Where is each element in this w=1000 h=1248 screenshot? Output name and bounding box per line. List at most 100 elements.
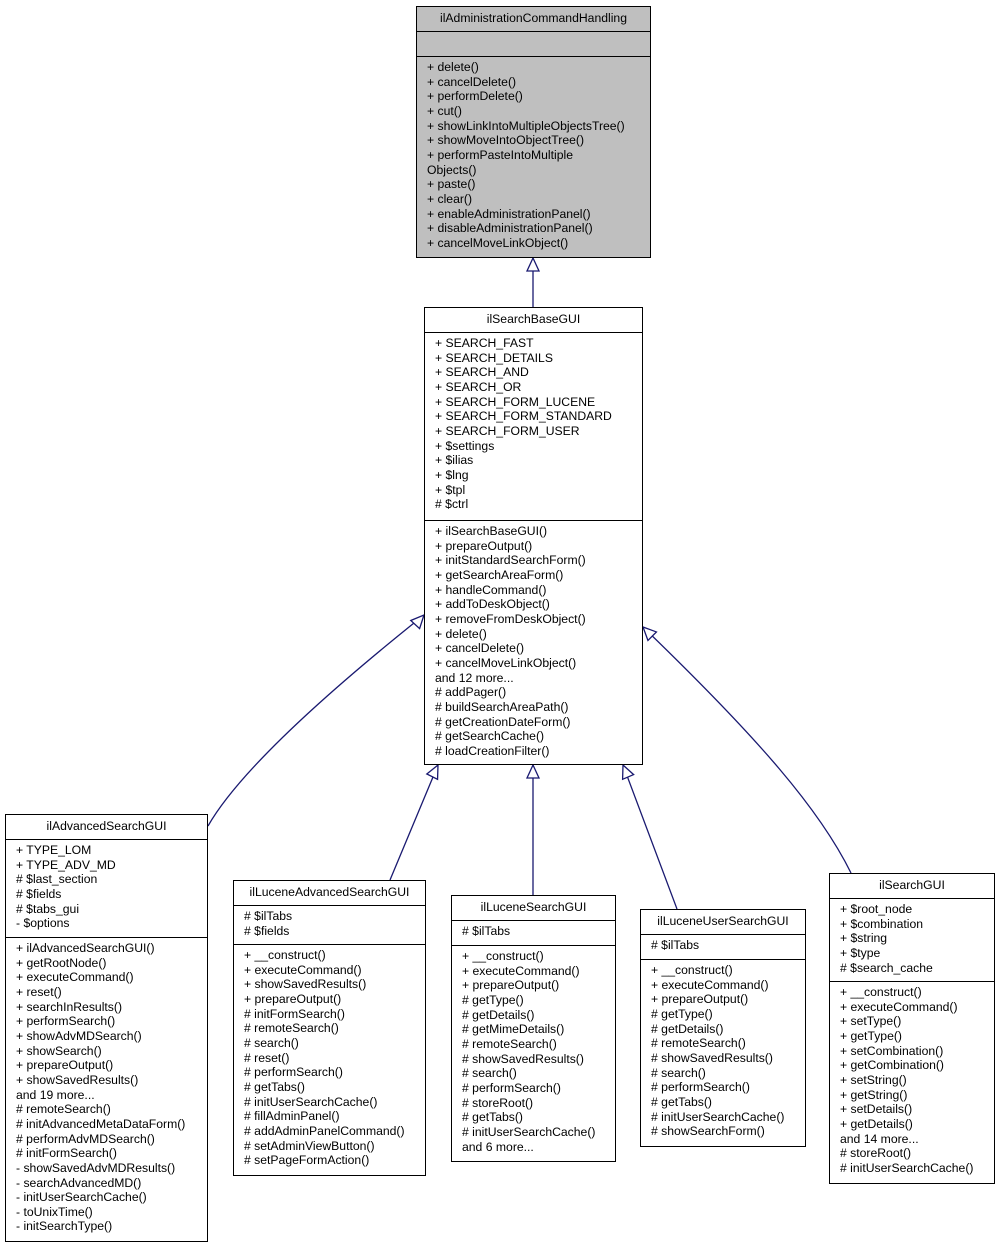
- method-item: # showSavedResults(): [462, 1051, 584, 1066]
- method-item: # initUserSearchCache(): [840, 1160, 974, 1175]
- method-item: and 6 more...: [462, 1139, 534, 1154]
- attribute-item: # $ilTabs: [651, 938, 700, 952]
- method-item: # storeRoot(): [840, 1146, 912, 1161]
- attributes-section: # $ilTabs: [452, 921, 615, 946]
- methods-section: + ilSearchBaseGUI()+ prepareOutput()+ in…: [425, 521, 642, 759]
- method-item: # getType(): [462, 992, 524, 1007]
- method-item: # getTabs(): [651, 1094, 712, 1109]
- method-item: + paste(): [427, 177, 476, 192]
- method-item: # initAdvancedMetaDataForm(): [16, 1116, 186, 1131]
- method-item: # getMimeDetails(): [462, 1022, 565, 1037]
- method-item: + searchInResults(): [16, 999, 123, 1014]
- method-item: - searchAdvancedMD(): [16, 1175, 142, 1190]
- attribute-item: - $options: [16, 916, 70, 931]
- method-item: # getDetails(): [462, 1007, 535, 1022]
- method-item: + getDetails(): [840, 1116, 913, 1131]
- class-box-il-lucene-user-search-gui[interactable]: ilLuceneUserSearchGUI # $ilTabs + __cons…: [640, 909, 806, 1147]
- method-item: + performDelete(): [427, 89, 523, 104]
- attribute-item: + SEARCH_FORM_STANDARD: [435, 409, 612, 424]
- method-item: + delete(): [435, 626, 487, 641]
- method-item: + ilAdvancedSearchGUI(): [16, 941, 155, 955]
- attribute-item: # $ctrl: [435, 497, 469, 512]
- method-item: + reset(): [16, 984, 62, 999]
- method-item: # remoteSearch(): [244, 1021, 339, 1036]
- method-item: # search(): [462, 1066, 517, 1081]
- method-item: # performSearch(): [244, 1065, 343, 1080]
- method-item: + addToDeskObject(): [435, 597, 550, 612]
- method-item: # reset(): [244, 1050, 290, 1065]
- method-item: + __construct(): [651, 963, 733, 977]
- method-item: + prepareOutput(): [435, 538, 533, 553]
- method-item: + delete(): [427, 60, 479, 74]
- inheritance-edge-il-lucene-user-search-gui: [622, 764, 678, 910]
- attribute-item: # $last_section: [16, 872, 98, 887]
- attributes-section: # $ilTabs: [641, 935, 805, 960]
- attribute-item: + SEARCH_AND: [435, 365, 529, 380]
- class-title: ilSearchGUI: [830, 874, 994, 899]
- attribute-item: + $root_node: [840, 902, 913, 916]
- attributes-section: + SEARCH_FAST+ SEARCH_DETAILS+ SEARCH_AN…: [425, 333, 642, 521]
- method-item: # performSearch(): [462, 1080, 561, 1095]
- attribute-item: + TYPE_LOM: [16, 843, 92, 857]
- method-item: + cancelMoveLinkObject(): [435, 655, 577, 670]
- inheritance-arrowhead: [641, 625, 658, 642]
- method-item: + showMoveIntoObjectTree(): [427, 133, 585, 148]
- method-item: + executeCommand(): [840, 999, 958, 1014]
- method-item: + setDetails(): [840, 1102, 913, 1117]
- method-item: + enableAdministrationPanel(): [427, 206, 591, 221]
- method-item: + performPasteIntoMultiple: [427, 147, 573, 162]
- inheritance-arrowhead: [525, 763, 541, 779]
- class-box-il-lucene-advanced-search-gui[interactable]: ilLuceneAdvancedSearchGUI # $ilTabs# $fi…: [233, 880, 426, 1176]
- method-item: - showSavedAdvMDResults(): [16, 1160, 176, 1175]
- class-box-il-administration-command-handling[interactable]: ilAdministrationCommandHandling + delete…: [416, 6, 651, 258]
- method-item: + prepareOutput(): [16, 1058, 114, 1073]
- method-item: + cancelDelete(): [427, 74, 517, 89]
- attribute-item: + $settings: [435, 438, 495, 453]
- method-item: # setPageFormAction(): [244, 1153, 370, 1168]
- inheritance-edge-il-lucene-advanced-search-gui: [389, 764, 439, 881]
- method-item: + getString(): [840, 1087, 908, 1102]
- method-item: + setCombination(): [840, 1043, 944, 1058]
- method-item: + getCombination(): [840, 1058, 944, 1073]
- attribute-item: + SEARCH_FORM_USER: [435, 423, 580, 438]
- method-item: # search(): [651, 1065, 706, 1080]
- method-item: # search(): [244, 1035, 299, 1050]
- method-item: # remoteSearch(): [16, 1102, 111, 1117]
- method-item: + getRootNode(): [16, 955, 107, 970]
- method-item: + ilSearchBaseGUI(): [435, 524, 548, 538]
- method-item: + getSearchAreaForm(): [435, 567, 564, 582]
- inheritance-arrowhead: [425, 763, 439, 781]
- method-item: + setString(): [840, 1072, 907, 1087]
- class-box-il-lucene-search-gui[interactable]: ilLuceneSearchGUI # $ilTabs + __construc…: [451, 895, 616, 1162]
- methods-section: + delete()+ cancelDelete()+ performDelet…: [417, 57, 650, 251]
- method-item: + prepareOutput(): [462, 978, 560, 993]
- method-item: # getType(): [651, 1006, 713, 1021]
- class-title: ilAdministrationCommandHandling: [417, 7, 650, 32]
- class-box-il-advanced-search-gui[interactable]: ilAdvancedSearchGUI + TYPE_LOM+ TYPE_ADV…: [5, 814, 208, 1242]
- method-item: # initUserSearchCache(): [462, 1124, 596, 1139]
- method-item: + cancelMoveLinkObject(): [427, 235, 569, 250]
- method-item: + disableAdministrationPanel(): [427, 221, 593, 236]
- method-item: # addPager(): [435, 685, 507, 700]
- method-item: + removeFromDeskObject(): [435, 611, 586, 626]
- method-item: and 19 more...: [16, 1087, 95, 1102]
- class-box-il-search-base-gui[interactable]: ilSearchBaseGUI + SEARCH_FAST+ SEARCH_DE…: [424, 307, 643, 765]
- method-item: # performSearch(): [651, 1080, 750, 1095]
- class-box-il-search-gui[interactable]: ilSearchGUI + $root_node+ $combination+ …: [829, 873, 995, 1184]
- method-item: + clear(): [427, 191, 473, 206]
- methods-section: + __construct()+ executeCommand()+ prepa…: [641, 960, 805, 1139]
- method-item: + showLinkIntoMultipleObjectsTree(): [427, 118, 625, 133]
- method-item: # getSearchCache(): [435, 729, 545, 744]
- method-item: # initUserSearchCache(): [651, 1109, 785, 1124]
- method-item: # getCreationDateForm(): [435, 714, 571, 729]
- attributes-section: [417, 32, 650, 57]
- inheritance-arrowhead: [409, 613, 426, 630]
- inheritance-edge-il-search-gui: [642, 626, 852, 874]
- method-item: # addAdminPanelCommand(): [244, 1123, 405, 1138]
- attribute-item: + $string: [840, 931, 888, 946]
- method-item: + getType(): [840, 1028, 902, 1043]
- method-item: # initFormSearch(): [16, 1146, 117, 1161]
- class-title: ilSearchBaseGUI: [425, 308, 642, 333]
